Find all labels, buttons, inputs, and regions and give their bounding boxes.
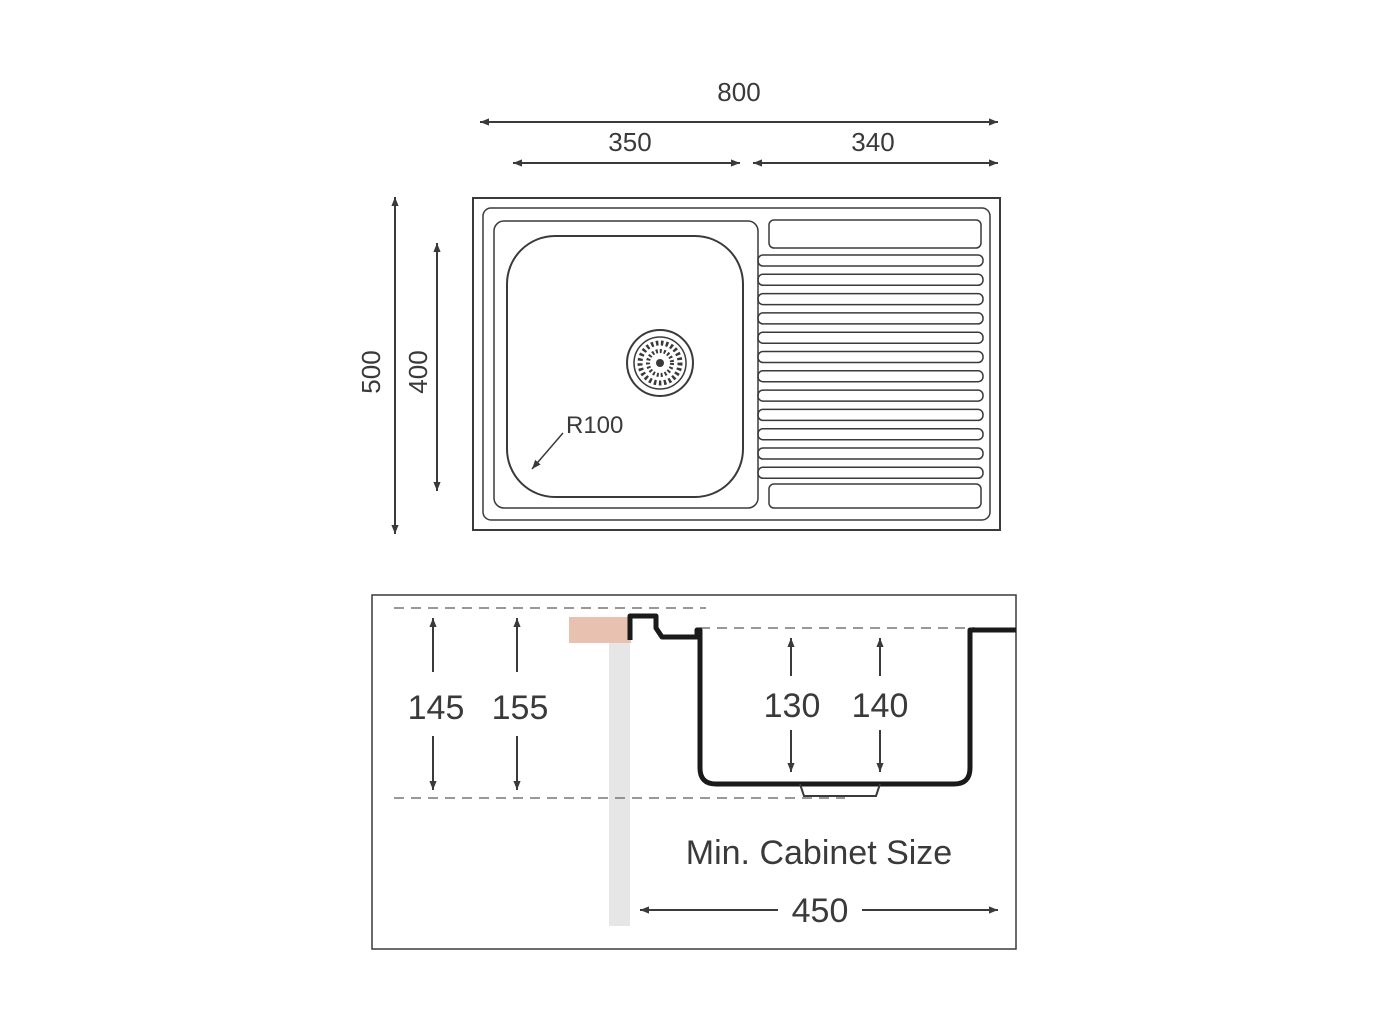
dimension-depth-155-label: 155: [492, 689, 549, 727]
drainer-rib: [757, 350, 984, 364]
cabinet-side-wall: [609, 643, 630, 926]
drainer-rib: [757, 254, 984, 267]
sink-outer-rim: [472, 197, 1001, 531]
sink-inner-rim: [482, 207, 991, 521]
dimension-overall-depth-label: 500: [356, 350, 386, 393]
dimension-depth-140: 140: [852, 638, 909, 772]
drainer-rib: [757, 331, 984, 344]
drainer-rib: [757, 273, 984, 287]
bowl-outer: [493, 220, 759, 509]
dimension-cabinet-width: 450: [640, 892, 998, 930]
drainer-top-groove: [768, 219, 982, 249]
section-frame: [371, 594, 1017, 950]
dimension-bowl-width: 350: [513, 127, 740, 167]
waste-outlet: [799, 783, 881, 797]
drainer-rib: [757, 370, 984, 383]
top-view: 800 350 340 500 400: [356, 77, 1001, 534]
dimension-bowl-depth-label: 400: [403, 350, 433, 393]
dimension-depth-155: 155: [492, 618, 549, 790]
dimension-bowl-width-label: 350: [608, 127, 651, 157]
radius-annotation: R100: [531, 412, 623, 470]
drainer-rib: [757, 427, 984, 441]
drainer-rib: [757, 312, 984, 325]
dimension-depth-130-label: 130: [764, 687, 821, 725]
dimension-cabinet-width-label: 450: [792, 892, 849, 930]
drainer-rib: [757, 408, 984, 422]
dimension-depth-145-label: 145: [408, 689, 465, 727]
dimension-overall-depth: 500: [356, 197, 399, 534]
dimension-depth-130: 130: [764, 638, 821, 772]
drainer-rib: [757, 389, 984, 402]
dimension-drainer-width: 340: [753, 127, 998, 167]
dimension-bowl-depth: 400: [403, 243, 441, 491]
dimension-overall-width-label: 800: [717, 77, 760, 107]
dimension-depth-140-label: 140: [852, 687, 909, 725]
bowl-inner: [506, 235, 744, 498]
sink-profile: [627, 613, 1016, 787]
drainer-rib: [757, 466, 984, 480]
drainer-ribs: [757, 254, 984, 480]
radius-label: R100: [566, 412, 623, 439]
drainer-bottom-groove: [768, 483, 982, 509]
section-view: 145 155 130 140 Min. Cabinet Size 450: [371, 594, 1017, 950]
dimension-depth-145: 145: [408, 618, 465, 790]
dimension-drainer-width-label: 340: [851, 127, 894, 157]
drainer-board: [757, 219, 984, 509]
drainer-rib: [757, 292, 984, 306]
countertop: [569, 617, 631, 643]
dimension-overall-width: 800: [480, 77, 998, 126]
cabinet-size-label: Min. Cabinet Size: [686, 834, 952, 872]
drain: [626, 329, 694, 397]
drainer-rib: [757, 447, 984, 460]
